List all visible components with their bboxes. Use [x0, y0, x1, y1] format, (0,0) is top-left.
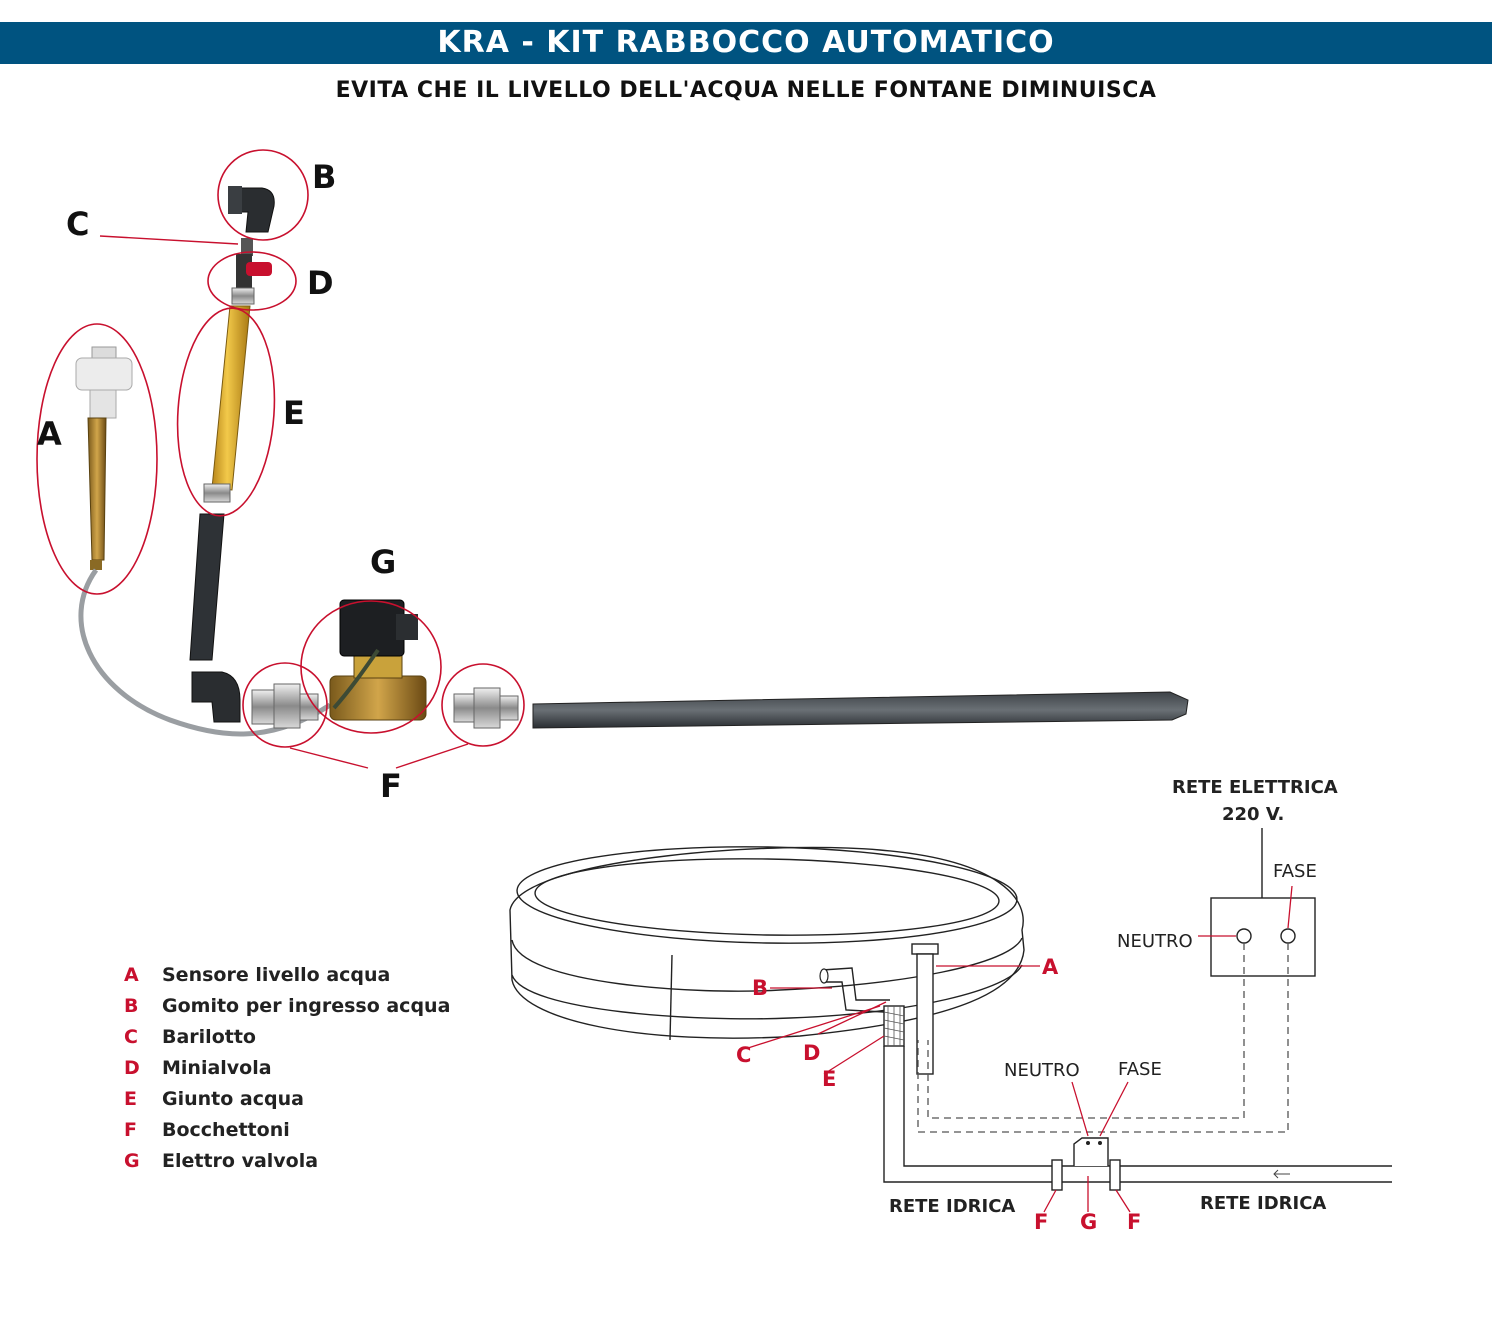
callout-f-right: [441, 663, 525, 747]
neutro-valve-label: NEUTRO: [1004, 1060, 1080, 1081]
legend-letter: A: [124, 964, 139, 986]
page-subtitle: EVITA CHE IL LIVELLO DELL'ACQUA NELLE FO…: [335, 78, 1157, 103]
schem-label-g: G: [1080, 1210, 1097, 1234]
legend-text: Giunto acqua: [162, 1088, 304, 1110]
schem-label-e: E: [822, 1067, 836, 1091]
callout-e: [176, 307, 276, 517]
legend-letter: G: [124, 1150, 140, 1172]
long-hose: [532, 691, 1189, 729]
legend-item: A Sensore livello acqua: [124, 962, 450, 993]
power-title: RETE ELETTRICA: [1172, 777, 1338, 798]
elbow-part: [228, 186, 275, 233]
legend-text: Bocchettoni: [162, 1119, 290, 1141]
callout-f-left: [242, 662, 328, 748]
legend-text: Sensore livello acqua: [162, 964, 391, 986]
rete-idrica-right: RETE IDRICA: [1200, 1193, 1326, 1214]
neutro-left-label: NEUTRO: [1117, 931, 1193, 952]
callout-b: [217, 149, 309, 241]
water-joint-pipe: [211, 305, 251, 491]
legend-letter: D: [124, 1057, 140, 1079]
photo-label-f: F: [380, 767, 402, 805]
power-box: [1210, 897, 1316, 977]
schem-label-c: C: [736, 1043, 751, 1067]
sensor-cable: [78, 568, 332, 737]
sensor-part: [75, 346, 133, 570]
legend-letter: F: [124, 1119, 137, 1141]
schem-label-b: B: [752, 976, 768, 1000]
legend-text: Barilotto: [162, 1026, 256, 1048]
legend-text: Gomito per ingresso acqua: [162, 995, 451, 1017]
union-right: [453, 687, 519, 729]
page-title: KRA - KIT RABBOCCO AUTOMATICO: [437, 25, 1055, 60]
schem-label-f-left: F: [1034, 1210, 1048, 1234]
photo-label-c: C: [66, 205, 89, 243]
schem-label-d: D: [803, 1041, 820, 1065]
legend-text: Elettro valvola: [162, 1150, 319, 1172]
solenoid-valve: [329, 599, 427, 721]
legend-item: G Elettro valvola: [124, 1148, 450, 1179]
legend-letter: E: [124, 1088, 137, 1110]
callout-a: [36, 323, 158, 595]
legend-text: Minialvola: [162, 1057, 272, 1079]
legend-item: C Barilotto: [124, 1024, 450, 1055]
callout-d: [207, 251, 297, 311]
fountain-basin: [509, 846, 1025, 1041]
fase-top-label: FASE: [1273, 861, 1317, 882]
photo-label-a: A: [37, 415, 62, 453]
legend-letter: B: [124, 995, 139, 1017]
parts-legend: A Sensore livello acqua B Gomito per ingre…: [124, 962, 450, 1179]
legend-item: F Bocchettoni: [124, 1117, 450, 1148]
photo-label-d: D: [307, 264, 334, 302]
legend-item: B Gomito per ingresso acqua: [124, 993, 450, 1024]
power-voltage: 220 V.: [1222, 804, 1284, 825]
fase-valve-label: FASE: [1118, 1059, 1162, 1080]
photo-label-g: G: [370, 543, 396, 581]
legend-letter: C: [124, 1026, 138, 1048]
photo-label-b: B: [312, 158, 336, 196]
schem-label-a: A: [1042, 955, 1059, 979]
photo-label-e: E: [283, 394, 305, 432]
rete-idrica-left: RETE IDRICA: [889, 1196, 1015, 1217]
title-banner: KRA - KIT RABBOCCO AUTOMATICO: [0, 22, 1492, 64]
minivalve-handle: [246, 262, 272, 276]
callout-g: [300, 600, 442, 734]
legend-item: E Giunto acqua: [124, 1086, 450, 1117]
legend-item: D Minialvola: [124, 1055, 450, 1086]
schem-label-f-right: F: [1127, 1210, 1141, 1234]
union-left: [251, 683, 319, 729]
